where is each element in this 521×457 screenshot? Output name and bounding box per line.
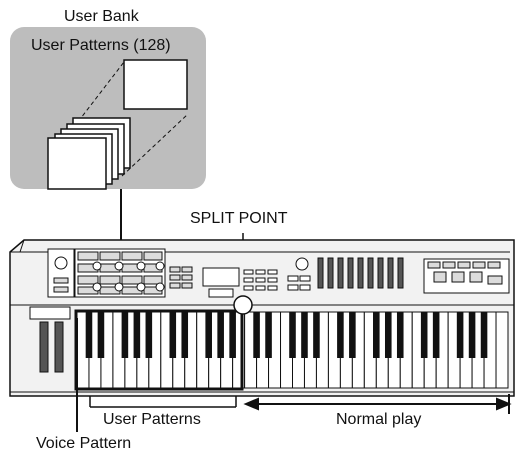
black-key <box>349 312 356 358</box>
white-key <box>495 311 509 389</box>
black-key <box>384 312 392 358</box>
black-key <box>217 312 224 358</box>
black-key <box>265 312 272 358</box>
black-key <box>456 312 464 358</box>
black-key <box>229 312 236 358</box>
black-key <box>301 312 308 358</box>
control-panel <box>29 248 510 373</box>
voice-pattern-label: Voice Pattern <box>36 435 132 452</box>
black-key <box>121 312 129 358</box>
black-keys <box>85 312 488 358</box>
user-patterns-bracket <box>89 396 237 408</box>
black-key <box>181 312 189 358</box>
black-key <box>289 312 296 358</box>
black-key <box>337 312 344 358</box>
black-key <box>468 312 476 358</box>
projection-lines <box>73 61 189 177</box>
black-key <box>480 312 488 358</box>
user-bank-label: User Bank <box>64 8 139 25</box>
stacked-cards-icon <box>47 117 131 190</box>
black-key <box>133 312 141 358</box>
split-point-circle-icon <box>233 295 253 315</box>
black-key <box>205 312 212 358</box>
black-key <box>313 312 320 358</box>
black-key <box>253 312 260 358</box>
black-key <box>85 312 93 358</box>
user-patterns-count-label: User Patterns (128) <box>31 37 171 54</box>
black-key <box>145 312 153 358</box>
black-key <box>420 312 428 358</box>
black-key <box>373 312 380 358</box>
double-arrow-icon <box>243 394 512 414</box>
black-key <box>432 312 440 358</box>
pattern-card-icon <box>123 59 188 110</box>
user-patterns-label: User Patterns <box>103 411 201 428</box>
split-point-label: SPLIT POINT <box>190 210 288 227</box>
normal-play-label: Normal play <box>336 411 422 428</box>
black-key <box>97 312 105 358</box>
black-key <box>396 312 404 358</box>
black-key <box>169 312 177 358</box>
